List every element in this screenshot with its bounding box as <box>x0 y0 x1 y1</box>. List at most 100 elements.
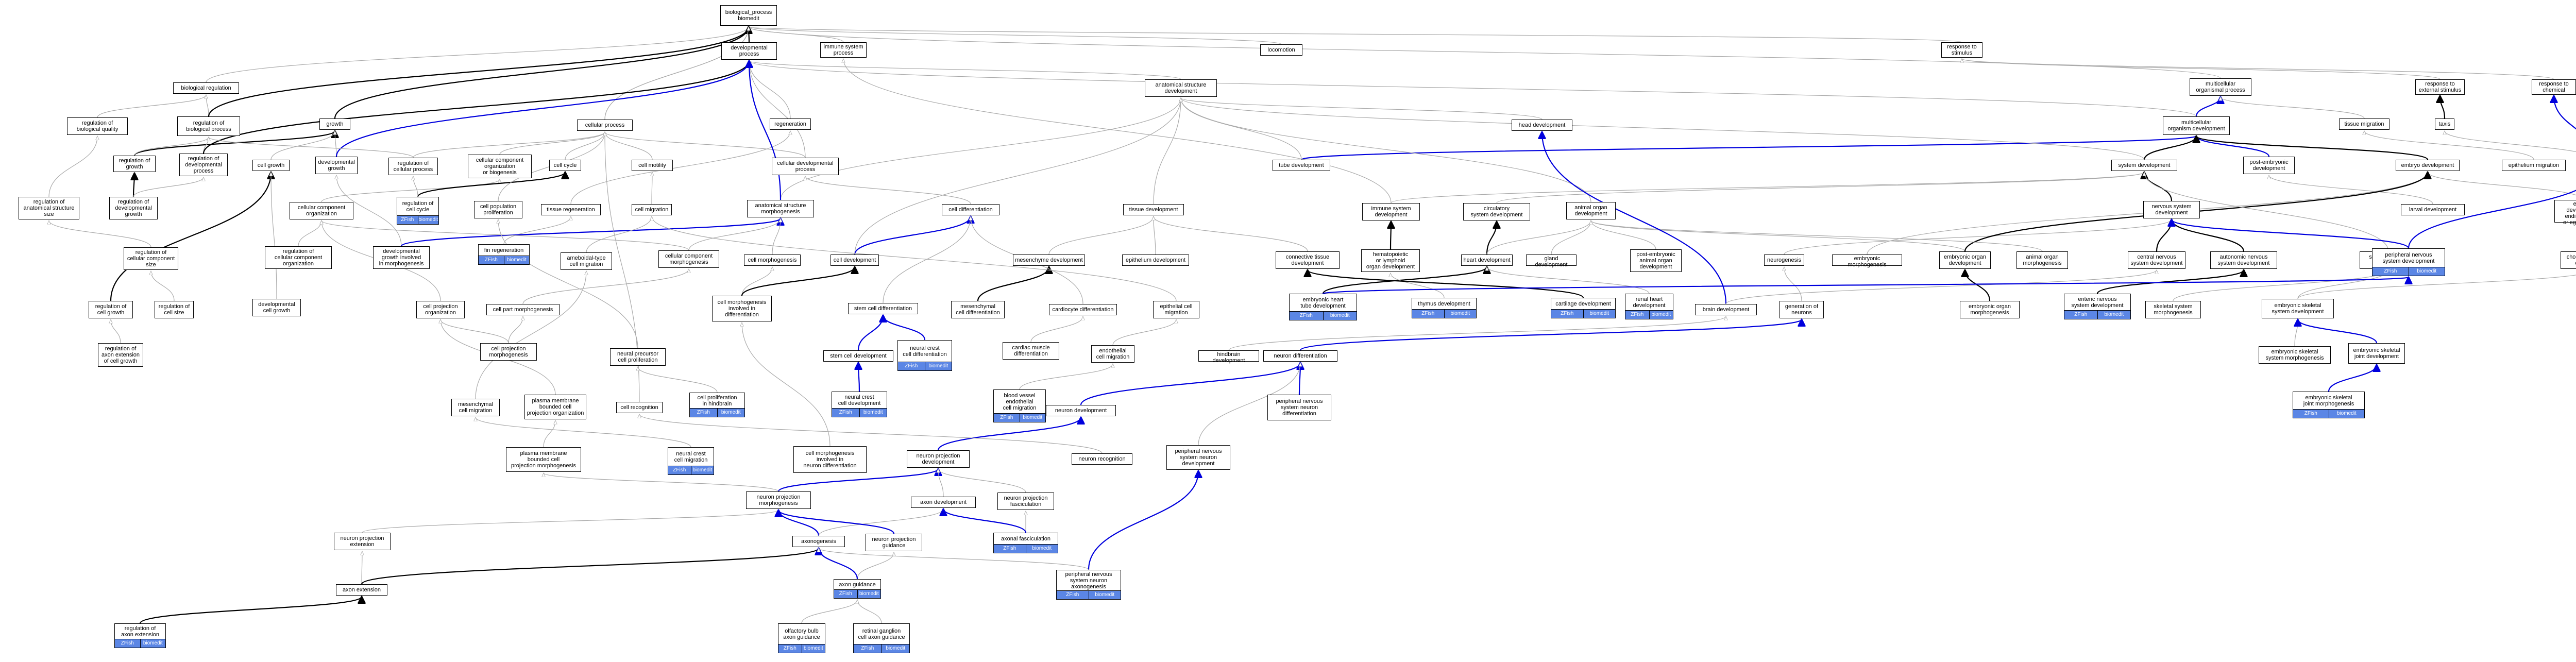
node-devproc[interactable]: developmental process <box>721 42 777 60</box>
node-cellpop[interactable]: cell population proliferation <box>474 201 522 218</box>
node-reg-devproc[interactable]: regulation of developmental process <box>179 154 228 176</box>
node-asm[interactable]: anatomical structure morphogenesis <box>747 200 814 217</box>
tag-zfish[interactable]: ZFish <box>1057 591 1089 599</box>
tag-zfish[interactable]: ZFish <box>397 216 418 224</box>
node-reg-cellsize[interactable]: regulation of cell size <box>155 301 194 318</box>
node-mesdev[interactable]: mesenchyme development <box>1013 254 1085 266</box>
node-np-fasc[interactable]: neuron projection fasciculation <box>997 493 1054 510</box>
node-gen-neurons[interactable]: generation of neurons <box>1780 301 1824 318</box>
tag-biomedit[interactable]: biomedit <box>1649 311 1673 319</box>
tag-zfish[interactable]: ZFish <box>2372 267 2409 276</box>
tag-biomedit[interactable]: biomedit <box>1025 545 1058 553</box>
node-emb-skel-morph[interactable]: embryonic skeletal system morphogenesis <box>2259 346 2331 364</box>
node-bioreg[interactable]: biological regulation <box>173 82 239 94</box>
tag-zfish[interactable]: ZFish <box>690 409 717 417</box>
tag-biomedit[interactable]: biomedit <box>859 409 887 417</box>
node-aodev[interactable]: animal organ development <box>1566 202 1616 219</box>
node-cellproj-morph[interactable]: cell projection morphogenesis <box>480 343 537 361</box>
tag-zfish[interactable]: ZFish <box>994 545 1026 553</box>
node-tissue-mig[interactable]: tissue migration <box>2339 118 2389 130</box>
node-epimig[interactable]: epithelium migration <box>2502 160 2566 171</box>
node-chordate[interactable]: chordate embryonic development <box>2561 251 2576 269</box>
node-regeneration[interactable]: regeneration <box>770 118 811 130</box>
node-stem-diff[interactable]: stem cell differentiation <box>848 303 918 314</box>
node-embmorph[interactable]: embryonic morphogenesis <box>1832 254 1902 268</box>
node-cardiac-diff[interactable]: cardiac muscle differentiation <box>1003 342 1059 360</box>
tag-biomedit[interactable]: biomedit <box>2408 267 2445 276</box>
node-axon-dev[interactable]: axon development <box>911 497 976 508</box>
tag-biomedit[interactable]: biomedit <box>1323 312 1357 320</box>
node-emb-joint[interactable]: embryonic skeletal joint development <box>2348 343 2405 364</box>
node-brain[interactable]: brain development <box>1695 304 1757 315</box>
node-tubedev[interactable]: tube development <box>1273 160 1330 171</box>
tag-biomedit[interactable]: biomedit <box>881 644 909 653</box>
tag-biomedit[interactable]: biomedit <box>1444 310 1476 318</box>
tag-biomedit[interactable]: biomedit <box>1019 414 1045 422</box>
tag-biomedit[interactable]: biomedit <box>417 216 438 224</box>
node-mes-mig[interactable]: mesenchymal cell migration <box>451 399 500 416</box>
node-reg-devgrowth[interactable]: regulation of developmental growth <box>109 197 158 219</box>
tag-zfish[interactable]: ZFish <box>1290 312 1323 320</box>
node-headdev[interactable]: head development <box>1512 120 1572 131</box>
node-glanddev[interactable]: gland development <box>1526 254 1577 268</box>
node-neuron-rec[interactable]: neuron recognition <box>1072 453 1132 465</box>
node-epi-mig[interactable]: epithelial cell migration <box>1153 301 1199 318</box>
node-cns[interactable]: central nervous system development <box>2128 251 2185 269</box>
node-cco2[interactable]: cellular component organization <box>290 202 353 219</box>
node-neuron-dev[interactable]: neuron development <box>1046 405 1116 416</box>
node-reg-axon[interactable]: regulation of axon extension of cell gro… <box>98 343 143 367</box>
node-devgrowthmorph[interactable]: developmental growth involved in morphog… <box>373 246 430 269</box>
node-cardio[interactable]: cardiocyte differentiation <box>1049 304 1117 315</box>
tag-zfish[interactable]: ZFish <box>854 644 882 653</box>
tag-zfish[interactable]: ZFish <box>668 466 691 474</box>
tag-zfish[interactable]: ZFish <box>2064 311 2097 319</box>
node-cellcycle[interactable]: cell cycle <box>549 160 581 171</box>
node-reg-growth[interactable]: regulation of growth <box>113 156 156 172</box>
node-multi[interactable]: multicellular organismal process <box>2190 78 2251 96</box>
tag-biomedit[interactable]: biomedit <box>140 639 165 648</box>
tag-biomedit[interactable]: biomedit <box>2097 311 2130 319</box>
node-tissue-regen[interactable]: tissue regeneration <box>541 204 601 215</box>
node-reg-cellproc[interactable]: regulation of cellular process <box>388 158 438 175</box>
node-epidev[interactable]: epithelium development <box>1122 254 1189 266</box>
node-devgrowth[interactable]: developmental growth <box>315 157 358 174</box>
node-celldiff[interactable]: cell differentiation <box>942 204 999 215</box>
node-cellproj-org[interactable]: cell projection organization <box>416 301 465 318</box>
node-devcellgrowth[interactable]: developmental cell growth <box>252 299 301 316</box>
node-reg-ccsize[interactable]: regulation of cellular component size <box>124 247 178 270</box>
node-cellmig[interactable]: cell migration <box>632 204 672 215</box>
tag-zfish[interactable]: ZFish <box>898 362 925 370</box>
node-ans[interactable]: autonomic nervous system development <box>2210 251 2277 269</box>
node-circdev[interactable]: circulatory system development <box>1463 203 1530 220</box>
tag-zfish[interactable]: ZFish <box>832 409 859 417</box>
node-endo-mig[interactable]: endothelial cell migration <box>1091 345 1134 363</box>
node-celldevproc[interactable]: cellular developmental process <box>772 158 839 175</box>
node-tissuedev[interactable]: tissue development <box>1123 204 1184 215</box>
tag-zfish[interactable]: ZFish <box>115 639 140 648</box>
node-axonogenesis[interactable]: axonogenesis <box>792 536 845 547</box>
node-reg-anat[interactable]: regulation of anatomical structure size <box>19 197 79 219</box>
node-taxis[interactable]: taxis <box>2435 118 2454 130</box>
node-np-ext[interactable]: neuron projection extension <box>334 533 391 550</box>
node-reg-bioproc[interactable]: regulation of biological process <box>177 116 240 136</box>
tag-zfish[interactable]: ZFish <box>778 644 802 653</box>
node-immune[interactable]: immune system process <box>820 42 867 58</box>
node-pns-neuron-diff[interactable]: peripheral nervous system neuron differe… <box>1267 395 1331 420</box>
node-cellrec[interactable]: cell recognition <box>616 402 663 413</box>
node-cellproc[interactable]: cellular process <box>577 120 633 131</box>
node-postemb-ao[interactable]: post-embryonic animal organ development <box>1630 249 1682 272</box>
node-np-morph[interactable]: neuron projection morphogenesis <box>746 491 811 509</box>
node-postemb[interactable]: post-embryonic development <box>2243 157 2295 174</box>
node-emb-ao-morph[interactable]: embryonic organ morphogenesis <box>1960 301 2020 318</box>
